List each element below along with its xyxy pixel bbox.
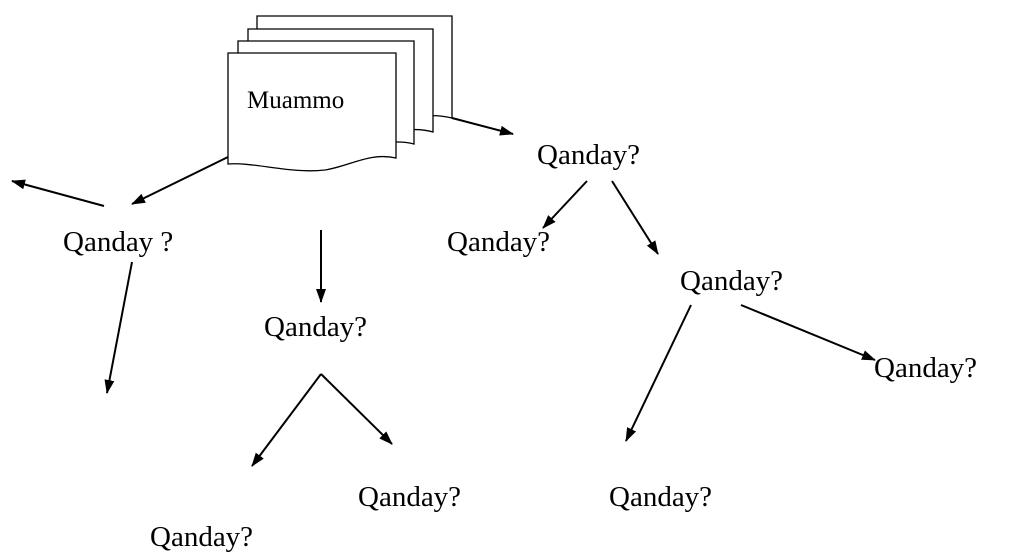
arrow-right-mid-to-far-right [740,304,876,361]
node-bottom-right-label: Qanday? [609,481,712,513]
node-far-right-label: Qanday? [874,352,977,384]
nodes: Qanday? Qanday ? Qanday? Qanday? Qanday?… [63,139,977,553]
arrow-left-to-offpage [11,179,105,207]
arrow-right-mid-to-bottom-right [625,304,692,442]
arrow-right-top-to-right-left [542,180,588,229]
arrow-left-down [104,261,133,394]
arrows [11,117,876,467]
node-left-label: Qanday ? [63,226,173,258]
document-label: Muammo [247,87,344,114]
arrow-doc-to-left [131,156,229,205]
node-right-top-label: Qanday? [537,139,640,171]
arrow-center-to-bottom-left [251,373,322,467]
doc-page-front [227,52,397,172]
arrow-right-top-to-right-mid [611,180,659,255]
arrow-center-to-bottom-center [320,373,393,445]
node-right-mid-label: Qanday? [680,265,783,297]
node-right-left-label: Qanday? [447,226,550,258]
arrow-doc-to-right-top [451,117,514,136]
node-center-mid-label: Qanday? [264,311,367,343]
muammo-document: Muammo [227,15,453,172]
node-bottom-center-label: Qanday? [358,481,461,513]
node-bottom-left-label: Qanday? [150,521,253,553]
